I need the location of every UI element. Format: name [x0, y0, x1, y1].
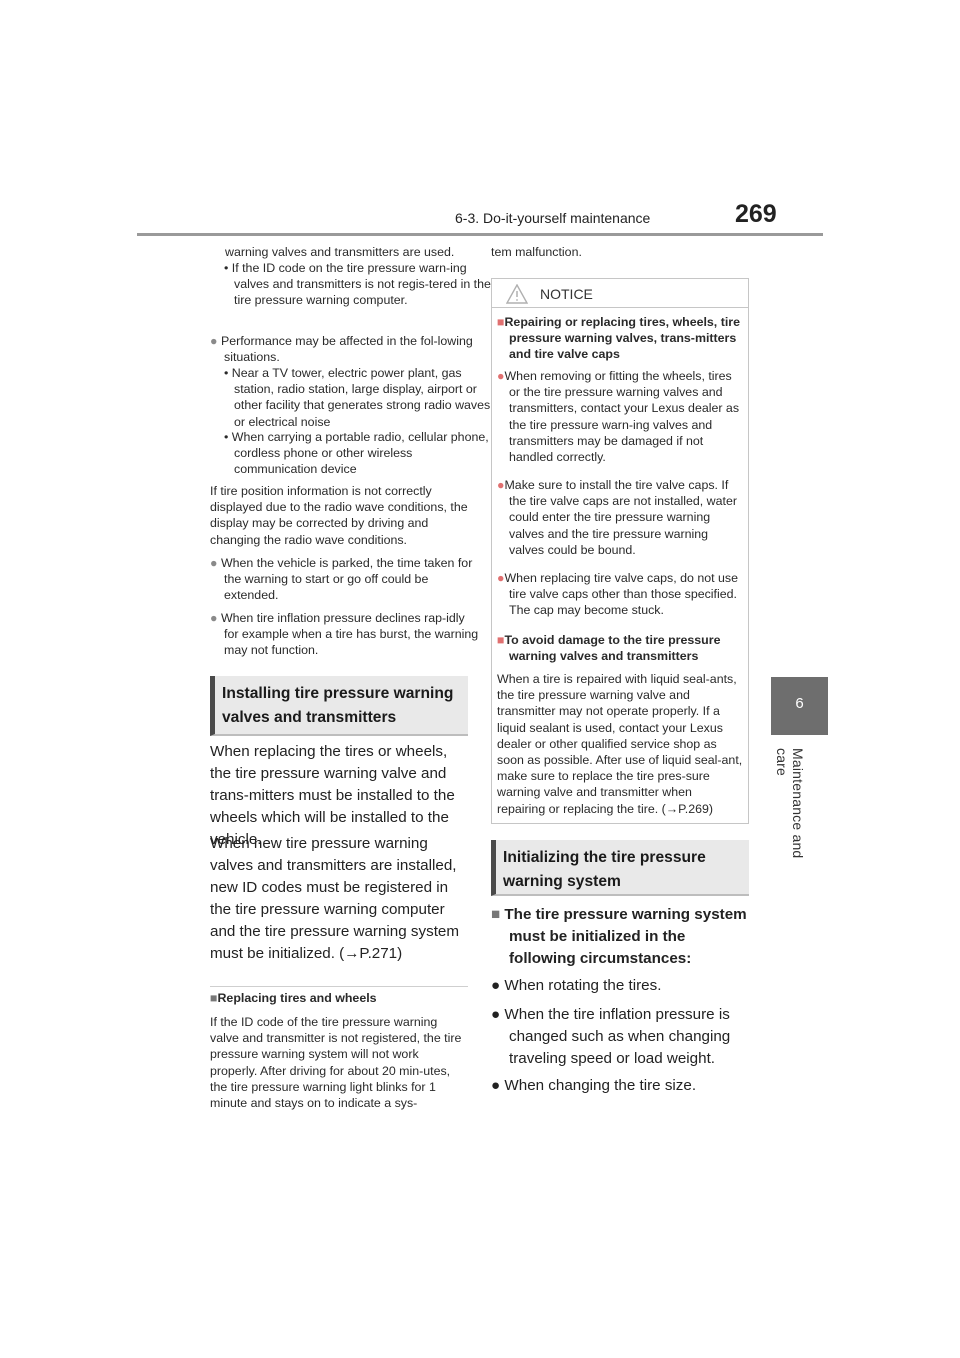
bullet-icon: ● [210, 556, 221, 570]
bullet-text: When tire inflation pressure declines ra… [220, 611, 479, 658]
notice-bullet-replacing-caps: ●When replacing tire valve caps, do not … [497, 570, 743, 619]
square-bullet-icon: ■ [497, 315, 505, 329]
continuation-text: tem malfunction. [491, 245, 582, 259]
section-divider [210, 986, 468, 987]
notice-bullet-caps: ●Make sure to install the tire valve cap… [497, 477, 743, 558]
bullet-inflation-decline: ● When tire inflation pressure declines … [210, 610, 482, 659]
notice-sub-avoid-damage: ■To avoid damage to the tire pressure wa… [497, 632, 743, 664]
intro-dash-item: • If the ID code on the tire pressure wa… [224, 261, 491, 308]
para-tire-position: If tire position information is not corr… [210, 484, 468, 547]
bullet-text: When the vehicle is parked, the time tak… [220, 556, 473, 603]
replace-paragraph: If the ID code of the tire pressure warn… [210, 1015, 462, 1111]
bullet-icon: ● [497, 571, 505, 585]
dash-item-tv-tower: • Near a TV tower, electric power plant,… [224, 366, 491, 429]
bullet-icon: ● [497, 478, 505, 492]
notice-bullet-text: Make sure to install the tire valve caps… [504, 478, 737, 557]
bullet-icon: ● [491, 1077, 505, 1094]
bullet-performance: ● Performance may be affected in the fol… [210, 333, 482, 365]
chapter-tab [771, 677, 828, 735]
header-divider [137, 233, 823, 236]
intro-continuation: warning valves and transmitters are used… [225, 245, 455, 259]
section-title: 6-3. Do-it-yourself maintenance [455, 210, 651, 226]
init-subheading-text: The tire pressure warning system must be… [504, 906, 747, 967]
body-new-valves: When new tire pressure warning valves an… [210, 835, 460, 962]
init-bullet-rotating: ● When rotating the tires. [491, 975, 749, 997]
init-bullet-text: When changing the tire size. [504, 1077, 697, 1094]
heading-installing: Installing tire pressure warning valves … [210, 676, 468, 736]
notice-bullet-text: When removing or fitting the wheels, tir… [504, 369, 740, 465]
init-bullet-text: When the tire inflation pressure is chan… [504, 1006, 731, 1067]
warning-triangle-icon [505, 283, 529, 304]
bullet-icon: ● [497, 369, 505, 383]
init-subheading: ■ The tire pressure warning system must … [491, 904, 749, 970]
init-bullet-inflation: ● When the tire inflation pressure is ch… [491, 1004, 749, 1070]
dash-item-portable-radio: • When carrying a portable radio, cellul… [224, 430, 489, 477]
init-bullet-text: When rotating the tires. [504, 977, 662, 994]
bullet-parked: ● When the vehicle is parked, the time t… [210, 555, 482, 604]
notice-sub-text: Repairing or replacing tires, wheels, ti… [504, 315, 740, 362]
init-bullet-size: ● When changing the tire size. [491, 1075, 749, 1097]
notice-header [491, 278, 749, 308]
bullet-text: Performance may be affected in the fol-l… [220, 334, 473, 365]
page-number: 269 [735, 200, 777, 228]
square-bullet-icon: ■ [491, 906, 505, 923]
chapter-label: Maintenance and care [774, 748, 806, 859]
notice-bullet-removing: ●When removing or fitting the wheels, ti… [497, 368, 743, 465]
notice-box [491, 278, 749, 824]
bullet-icon: ● [491, 977, 505, 994]
notice-sub-text: To avoid damage to the tire pressure war… [504, 633, 721, 664]
body-replacing-tires: When replacing the tires or wheels, the … [210, 743, 455, 848]
heading-initializing: Initializing the tire pressure warning s… [491, 840, 749, 896]
notice-paragraph: When a tire is repaired with liquid seal… [497, 672, 743, 816]
square-bullet-icon: ■ [210, 991, 218, 1005]
bullet-icon: ● [491, 1006, 505, 1023]
square-bullet-icon: ■ [497, 633, 505, 647]
subheading-text: Replacing tires and wheels [217, 991, 377, 1005]
bullet-icon: ● [210, 611, 221, 625]
notice-bullet-text: When replacing tire valve caps, do not u… [504, 571, 738, 618]
notice-title: NOTICE [540, 286, 593, 302]
subheading-replacing: ■Replacing tires and wheels [210, 990, 468, 1006]
bullet-icon: ● [210, 334, 221, 348]
notice-sub-repairing: ■Repairing or replacing tires, wheels, t… [497, 314, 743, 363]
chapter-number: 6 [795, 695, 804, 712]
